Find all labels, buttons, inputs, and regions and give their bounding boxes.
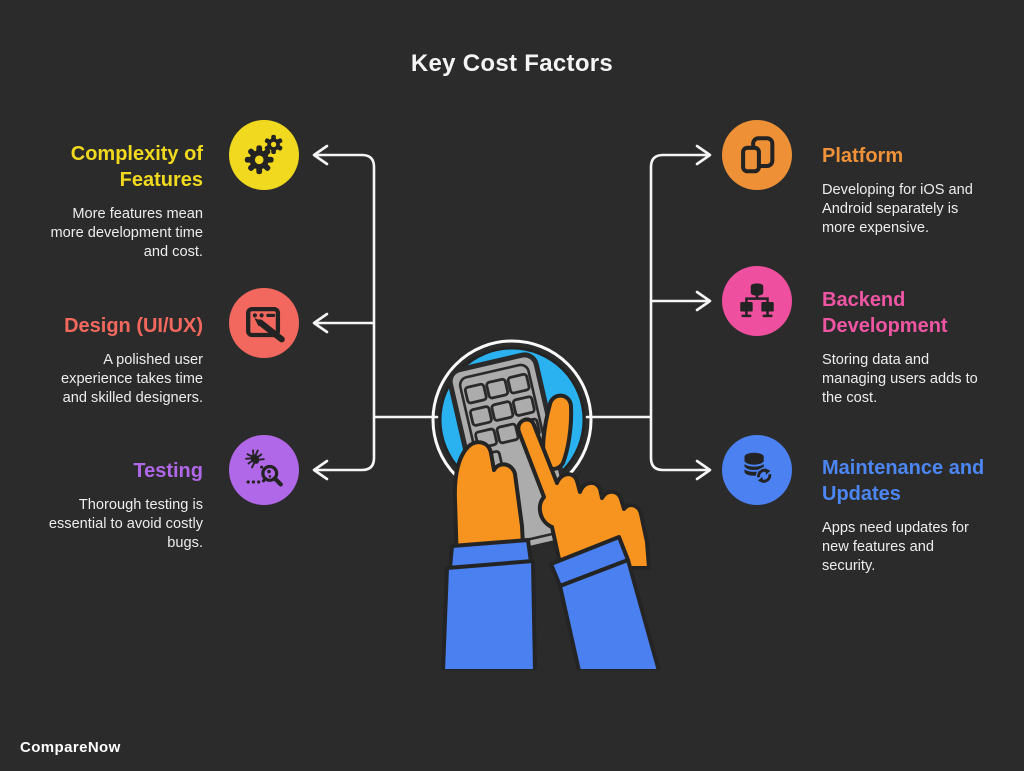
testing-icon-badge — [229, 435, 299, 505]
item-maintenance-description: Apps need updates for new features and s… — [822, 520, 969, 574]
hands-calculator-illustration — [431, 339, 661, 670]
item-testing-title: Testing — [133, 460, 203, 482]
design-icon-badge — [229, 288, 299, 358]
window-pen-icon — [246, 306, 285, 343]
page-title: Key Cost Factors — [410, 50, 614, 77]
maintenance-icon-badge — [722, 435, 792, 505]
left-sleeve — [441, 559, 537, 670]
left-sleeve-cuff — [448, 538, 533, 570]
arrowhead-right-3 — [695, 459, 712, 481]
item-backend: Backend Development Storing data and man… — [822, 287, 987, 408]
right-sleeve-cuff — [549, 535, 630, 588]
keypad-buttons — [463, 372, 541, 472]
right-sleeve — [558, 558, 661, 670]
item-backend-description: Storing data and managing users adds to … — [822, 352, 978, 406]
arrowhead-right-2 — [695, 290, 712, 312]
item-design: Design (UI/UX) A polished user experienc… — [3, 313, 203, 408]
arrowhead-left-1 — [312, 144, 329, 166]
item-testing: Testing Thorough testing is essential to… — [3, 458, 203, 553]
right-thumb — [541, 393, 574, 471]
item-platform: Platform Developing for iOS and Android … — [822, 143, 1007, 238]
item-maintenance: Maintenance and Updates Apps need update… — [822, 455, 1000, 576]
item-platform-title: Platform — [822, 145, 904, 167]
item-backend-title: Backend Development — [822, 289, 948, 337]
calculator-device — [447, 352, 577, 558]
gears-icon — [244, 134, 283, 175]
white-ring — [431, 339, 593, 501]
item-platform-description: Developing for iOS and Android separatel… — [822, 182, 973, 236]
item-maintenance-title: Maintenance and Updates — [822, 457, 985, 505]
backend-icon-badge — [722, 266, 792, 336]
database-network-icon — [740, 283, 774, 318]
connector-left — [312, 144, 439, 481]
item-complexity: Complexity of Features More features mea… — [18, 141, 204, 262]
blue-circle — [438, 346, 586, 494]
right-hand — [516, 417, 651, 570]
devices-icon — [741, 136, 775, 174]
bug-magnifier-icon — [245, 449, 283, 487]
brand-logo: CompareNow — [20, 739, 121, 756]
left-hand — [452, 440, 526, 567]
database-refresh-icon — [743, 452, 773, 484]
arrowhead-left-2 — [312, 312, 329, 334]
item-design-title: Design (UI/UX) — [64, 315, 203, 337]
platform-icon-badge — [722, 120, 792, 190]
item-testing-description: Thorough testing is essential to avoid c… — [48, 497, 203, 551]
arrowhead-right-1 — [695, 144, 712, 166]
item-complexity-description: More features mean more development time… — [50, 206, 204, 260]
item-complexity-title: Complexity of Features — [70, 143, 203, 191]
item-design-description: A polished user experience takes time an… — [61, 352, 203, 406]
arrowhead-left-3 — [312, 459, 329, 481]
complexity-icon-badge — [229, 120, 299, 190]
connector-right — [585, 144, 712, 481]
